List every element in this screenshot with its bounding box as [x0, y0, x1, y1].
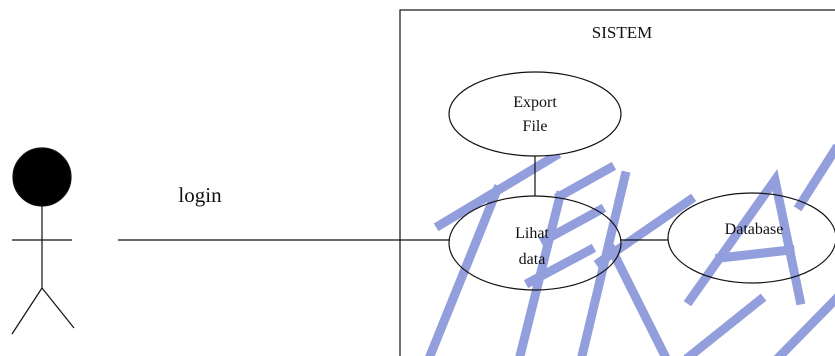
use-case-ellipse: [448, 195, 622, 291]
use-case-label-line: data: [519, 251, 546, 268]
watermark-letter-e: [515, 161, 617, 356]
use-case-ellipse: [448, 71, 622, 157]
watermark-letter-a: [683, 168, 806, 307]
use-case-label-line: File: [523, 118, 548, 135]
association-label: login: [178, 183, 222, 207]
use-case-lihat-data: Lihat data: [448, 195, 622, 291]
watermark-letter-fragment: [793, 143, 835, 212]
watermark-letter-fragment-lower: [683, 293, 835, 356]
actor: [11, 147, 75, 335]
watermark: [425, 143, 835, 356]
use-case-export-file: Export File: [448, 71, 622, 157]
use-case-label-line: Lihat: [515, 225, 549, 242]
system-title: SISTEM: [592, 23, 652, 42]
use-case-label-line: Export: [513, 94, 557, 111]
use-case-label-line: Database: [725, 221, 784, 238]
system-boundary: [399, 9, 835, 356]
watermark-letter-k: [577, 170, 697, 356]
actor-head: [12, 147, 72, 207]
actor-leg-right: [41, 287, 75, 329]
use-case-database: Database: [667, 192, 835, 284]
watermark-letter-t: [425, 149, 562, 356]
actor-leg-left: [11, 287, 43, 335]
use-case-ellipse: [667, 192, 835, 284]
